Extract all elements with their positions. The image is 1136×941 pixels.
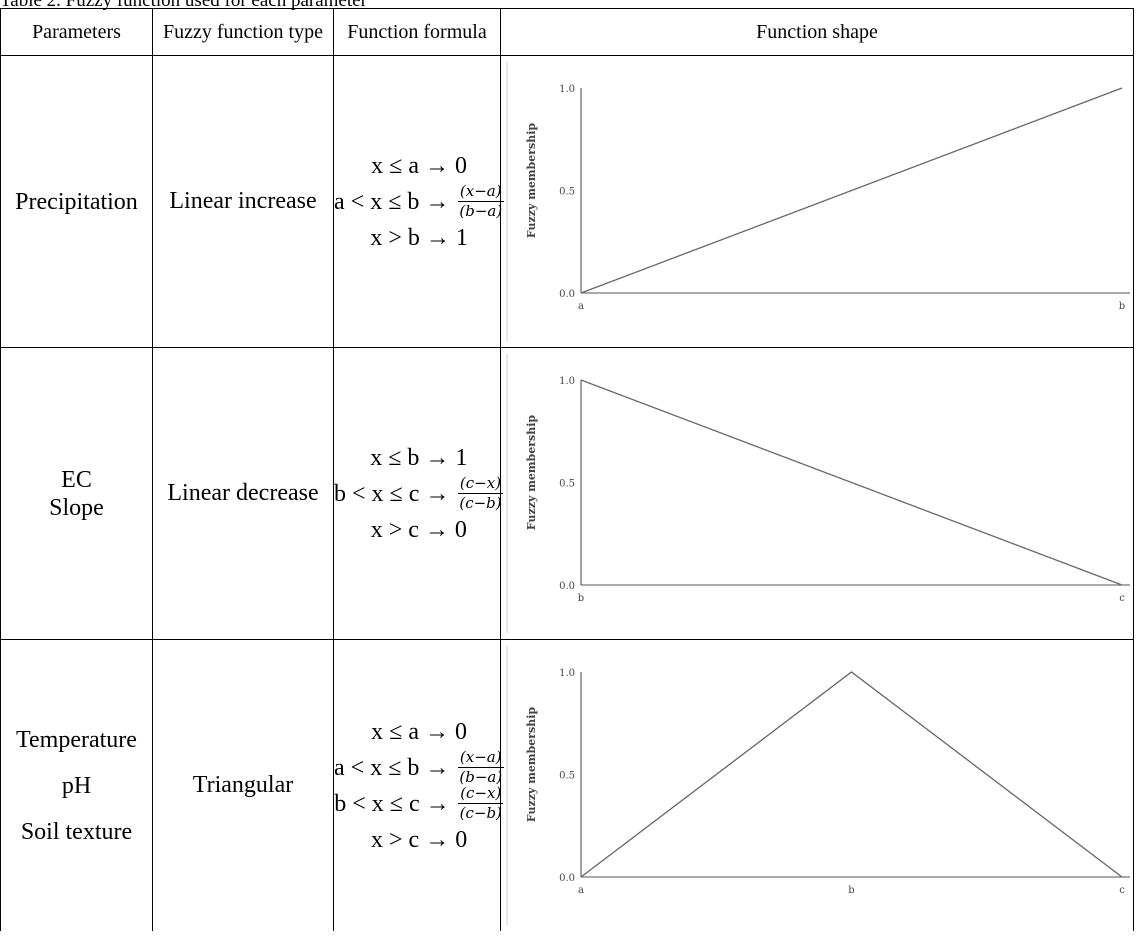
formula-condition: b < x ≤ c →: [334, 480, 450, 507]
header-function-type: Fuzzy function type: [152, 8, 334, 56]
x-tick-label: c: [1119, 593, 1125, 604]
fraction: (c−x)(c−b): [458, 785, 504, 822]
header-function-shape: Function shape: [500, 8, 1134, 56]
x-tick-label: b: [578, 593, 584, 604]
formula-line: x ≤ a → 0: [334, 714, 504, 750]
parameter-cell: Temperature pH Soil texture: [0, 639, 153, 931]
formula-line: x > b → 1: [334, 220, 504, 256]
formula-condition: x > b → 1: [370, 224, 468, 251]
y-tick-label: 0.0: [559, 873, 575, 884]
function-shape-cell: 0.0 0.5 1.0 a b Fuzzy membership: [500, 55, 1134, 348]
x-tick-label: b: [848, 885, 854, 896]
x-tick-label: c: [1119, 885, 1125, 896]
y-tick-label: 0.5: [559, 771, 575, 782]
table-caption: Table 2. Fuzzy function used for each pa…: [0, 0, 367, 11]
y-tick-label: 0.0: [559, 289, 575, 300]
y-tick-label: 0.5: [559, 479, 575, 490]
y-axis-title: Fuzzy membership: [525, 707, 538, 822]
y-tick-label: 1.0: [559, 376, 575, 387]
fraction-denominator: (b−a): [459, 202, 503, 220]
function-type-cell: Linear increase: [152, 55, 334, 348]
formula-line: x ≤ a → 0: [334, 148, 504, 184]
fraction-denominator: (b−a): [459, 768, 503, 786]
membership-chart: 0.0 0.5 1.0 a b c Fuzzy membership: [506, 646, 1130, 925]
fraction-denominator: (c−b): [459, 494, 502, 512]
fraction-denominator: (c−b): [459, 804, 502, 822]
x-tick-label: a: [578, 301, 584, 312]
fraction: (x−a)(b−a): [457, 183, 504, 220]
formula-condition: x ≤ a → 0: [371, 718, 467, 745]
formula-condition: a < x ≤ b →: [334, 754, 450, 781]
formula-condition: b < x ≤ c →: [334, 790, 450, 817]
formula-condition: x > c → 0: [371, 826, 468, 853]
function-formula-cell: x ≤ a → 0 a < x ≤ b → (x−a)(b−a) x > b → 1: [333, 55, 504, 348]
header-parameters: Parameters: [0, 8, 153, 56]
parameter-name: EC: [61, 466, 92, 493]
y-tick-label: 1.0: [559, 84, 575, 95]
formula-line: a < x ≤ b → (x−a)(b−a): [334, 183, 504, 220]
parameter-name: Precipitation: [15, 188, 138, 215]
fraction: (c−x)(c−b): [457, 474, 504, 512]
table-row: Temperature pH Soil texture Triangular x ≤ a…: [0, 639, 1134, 931]
formula-line: b < x ≤ c → (c−x)(c−b): [334, 785, 504, 822]
formula-line: x > c → 0: [334, 512, 504, 548]
parameter-name: pH: [61, 772, 92, 799]
header-function-formula: Function formula: [333, 8, 501, 56]
function-shape-cell: 0.0 0.5 1.0 b c Fuzzy membership: [500, 347, 1134, 640]
formula-line: b < x ≤ c → (c−x)(c−b): [334, 474, 504, 512]
fraction-numerator: (x−a): [457, 182, 504, 202]
fraction-numerator: (x−a): [457, 748, 504, 768]
y-tick-label: 1.0: [559, 668, 575, 679]
membership-line: [580, 87, 1123, 294]
fraction-numerator: (c−x): [458, 784, 504, 804]
y-tick-label: 0.0: [559, 581, 575, 592]
formula-line: x > c → 0: [334, 822, 504, 858]
formula-condition: x ≤ b → 1: [370, 444, 468, 471]
parameter-cell: Precipitation: [0, 55, 153, 348]
parameter-name: Soil texture: [20, 818, 133, 845]
function-type-cell: Triangular: [152, 639, 334, 931]
membership-chart: 0.0 0.5 1.0 a b Fuzzy membership: [506, 62, 1130, 341]
formula: x ≤ b → 1 b < x ≤ c → (c−x)(c−b) x > c → 0: [334, 440, 504, 548]
table-row: Precipitation Linear increase x ≤ a → 0 a <…: [0, 55, 1134, 348]
y-axis-title: Fuzzy membership: [525, 123, 538, 238]
x-tick-label: b: [1119, 301, 1125, 312]
formula-condition: x ≤ a → 0: [371, 152, 467, 179]
formula-condition: a < x ≤ b →: [334, 188, 450, 215]
function-formula-cell: x ≤ b → 1 b < x ≤ c → (c−x)(c−b) x > c → 0: [333, 347, 504, 640]
function-shape-cell: 0.0 0.5 1.0 a b c Fuzzy membership: [500, 639, 1134, 931]
formula: x ≤ a → 0 a < x ≤ b → (x−a)(b−a) x > b → 1: [334, 148, 504, 256]
formula-condition: x > c → 0: [370, 516, 467, 543]
fuzzy-function-table: Parameters Fuzzy function type Function …: [0, 8, 1134, 931]
parameter-name: Temperature: [16, 726, 137, 753]
membership-line: [580, 671, 1123, 878]
x-tick-label: a: [578, 885, 584, 896]
function-type-cell: Linear decrease: [152, 347, 334, 640]
formula-line: x ≤ b → 1: [334, 440, 504, 476]
fraction: (x−a)(b−a): [457, 749, 504, 786]
parameter-name: Slope: [49, 494, 104, 521]
membership-line: [580, 379, 1123, 586]
header-row: Parameters Fuzzy function type Function …: [0, 8, 1134, 56]
membership-chart: 0.0 0.5 1.0 b c Fuzzy membership: [506, 354, 1130, 633]
formula-line: a < x ≤ b → (x−a)(b−a): [334, 749, 504, 786]
y-tick-label: 0.5: [559, 187, 575, 198]
y-axis-title: Fuzzy membership: [525, 415, 538, 530]
fraction-numerator: (c−x): [457, 474, 504, 494]
